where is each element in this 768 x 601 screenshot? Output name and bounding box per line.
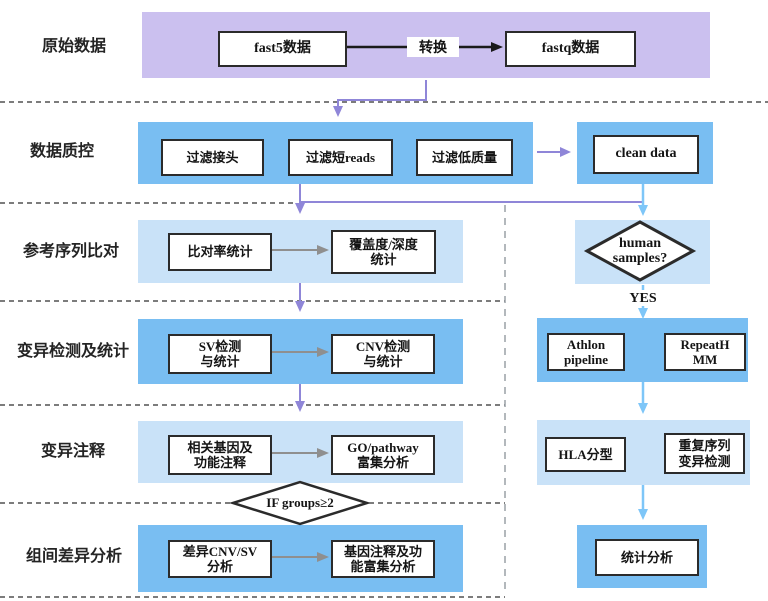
node-align-rate: 比对率统计 <box>168 233 272 271</box>
node-athlon-line2: pipeline <box>563 352 609 367</box>
node-filter-low-quality-label: 过滤低质量 <box>431 149 497 165</box>
node-filter-adapter: 过滤接头 <box>161 139 264 176</box>
human-samples-line2: samples? <box>612 251 668 266</box>
node-filter-short-reads-label: 过滤短reads <box>305 149 376 165</box>
node-repeathmm-line1: RepeatH <box>680 336 730 352</box>
node-sv-detect-line2: 与统计 <box>200 354 240 369</box>
node-gene-enrich-line1: 基因注释及功 <box>343 543 422 559</box>
node-filter-short-reads: 过滤短reads <box>288 139 393 176</box>
row-label-variant: 变异检测及统计 <box>16 343 129 360</box>
node-coverage-depth-line1: 覆盖度/深度 <box>349 236 418 252</box>
node-filter-adapter-label: 过滤接头 <box>186 149 239 165</box>
node-go-pathway-line2: 富集分析 <box>356 455 409 470</box>
node-filter-low-quality: 过滤低质量 <box>416 139 513 176</box>
node-diff-cnv-sv-line2: 分析 <box>206 559 233 574</box>
node-diff-cnv-sv-line1: 差异CNV/SV <box>182 543 258 559</box>
diamond-human-samples <box>583 220 697 282</box>
node-repeat-variant-line2: 变异检测 <box>678 453 731 469</box>
node-coverage-depth: 覆盖度/深度 统计 <box>331 230 436 274</box>
node-stats-analysis-label: 统计分析 <box>620 549 673 565</box>
if-groups-text: IF groups≥2 <box>266 495 334 510</box>
node-gene-annot-line2: 功能注释 <box>193 455 246 470</box>
yes-label: YES <box>629 291 657 306</box>
node-fast5-label: fast5数据 <box>254 40 311 56</box>
node-repeat-variant-line1: 重复序列 <box>678 438 731 454</box>
row-label-raw-data: 原始数据 <box>41 38 106 55</box>
human-samples-text: human samples? <box>590 236 690 266</box>
node-stats-analysis: 统计分析 <box>595 539 699 576</box>
node-gene-enrich: 基因注释及功 能富集分析 <box>331 540 435 578</box>
node-gene-enrich-line2: 能富集分析 <box>350 559 416 574</box>
node-cnv-detect-line2: 与统计 <box>363 354 403 369</box>
node-hla-typing: HLA分型 <box>545 437 626 472</box>
node-sv-detect: SV检测 与统计 <box>168 334 272 374</box>
node-cnv-detect: CNV检测 与统计 <box>331 334 435 374</box>
arrow-raw-to-qc <box>333 80 427 117</box>
node-hla-typing-label: HLA分型 <box>558 446 613 462</box>
row-label-annot: 变异注释 <box>40 443 105 460</box>
node-diff-cnv-sv: 差异CNV/SV 分析 <box>168 540 272 578</box>
node-repeathmm: RepeatH MM <box>664 333 746 371</box>
node-go-pathway: GO/pathway 富集分析 <box>331 435 435 475</box>
convert-edge-label: 转换 <box>407 37 459 57</box>
row-label-group-diff: 组间差异分析 <box>25 548 122 565</box>
node-athlon-pipeline: Athlon pipeline <box>547 333 625 371</box>
node-fastq: fastq数据 <box>505 31 636 67</box>
node-gene-annot-line1: 相关基因及 <box>187 439 253 455</box>
node-repeat-variant: 重复序列 变异检测 <box>664 433 745 474</box>
node-fast5: fast5数据 <box>218 31 347 67</box>
row-label-data-qc: 数据质控 <box>29 143 94 160</box>
node-cnv-detect-line1: CNV检测 <box>355 338 411 354</box>
row-label-ref-align: 参考序列比对 <box>22 243 119 260</box>
node-gene-annot: 相关基因及 功能注释 <box>168 435 272 475</box>
node-align-rate-label: 比对率统计 <box>187 244 253 260</box>
node-coverage-depth-line2: 统计 <box>370 252 397 267</box>
diamond-if-groups <box>228 480 372 526</box>
node-fastq-label: fastq数据 <box>541 40 600 56</box>
node-repeathmm-line2: MM <box>692 352 718 367</box>
human-samples-line1: human <box>618 236 662 251</box>
node-go-pathway-line1: GO/pathway <box>347 439 419 455</box>
node-clean-data: clean data <box>593 135 699 174</box>
node-clean-data-label: clean data <box>615 146 677 162</box>
node-sv-detect-line1: SV检测 <box>198 338 242 354</box>
node-athlon-line1: Athlon <box>566 336 606 352</box>
